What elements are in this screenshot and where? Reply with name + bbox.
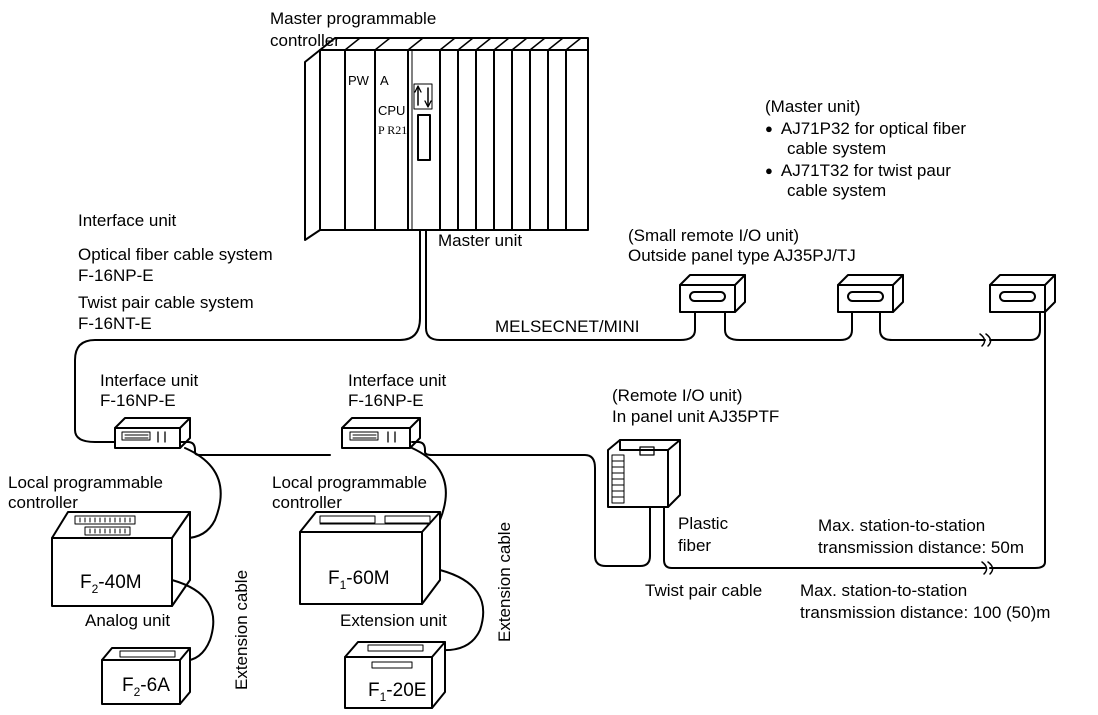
remote-io-line1: (Remote I/O unit) (612, 386, 743, 405)
cpu-model-label: P R21 (378, 123, 408, 137)
twist-pair-cable-label: Twist pair cable (645, 581, 763, 600)
analog-unit-label: Analog unit (85, 611, 171, 630)
master-title-line1: Master programmable (270, 9, 437, 28)
left-local-line2: controller (8, 493, 78, 512)
left-plc-f2-40m (51, 511, 215, 662)
interface-info-title: Interface unit (78, 211, 177, 230)
left-interface-line2: F-16NP-E (100, 391, 176, 410)
distance-100-line1: Max. station-to-station (800, 581, 968, 600)
extension-unit-f1-20e (344, 641, 446, 709)
interface-twist-line1: Twist pair cable system (78, 293, 254, 312)
master-unit-item2-line2: cable system (787, 181, 887, 200)
small-remote-line1: (Small remote I/O unit) (628, 226, 799, 245)
small-remote-line2: Outside panel type AJ35PJ/TJ (628, 246, 856, 265)
master-unit-item1-line2: cable system (787, 139, 887, 158)
interface-twist-line2: F-16NT-E (78, 314, 152, 333)
f2-40m-label: F2-40M (80, 572, 142, 596)
master-plc-rack (304, 37, 589, 241)
mid-local-line2: controller (272, 493, 342, 512)
distance-50-line1: Max. station-to-station (818, 516, 986, 535)
pw-slot-label: PW (348, 73, 369, 88)
plastic-fiber-line2: fiber (678, 536, 712, 555)
a-slot-label: A (380, 73, 389, 88)
distance-100-line2: transmission distance: 100 (50)m (800, 603, 1051, 622)
interface-optical-line2: F-16NP-E (78, 266, 154, 285)
f2-6a-label: F2-6A (122, 675, 170, 699)
remote-io-line2: In panel unit AJ35PTF (612, 407, 780, 426)
master-title-line2: controller (270, 31, 340, 50)
master-unit-heading: (Master unit) (765, 97, 861, 116)
extension-unit-label: Extension unit (340, 611, 447, 630)
left-interface-line1: Interface unit (100, 371, 199, 390)
plastic-fiber-line1: Plastic (678, 514, 729, 533)
f1-60m-label: F1-60M (328, 568, 390, 592)
interface-optical-line1: Optical fiber cable system (78, 245, 273, 264)
distance-50-line2: transmission distance: 50m (818, 538, 1024, 557)
mid-local-line1: Local programmable (272, 473, 427, 492)
mid-interface-line1: Interface unit (348, 371, 447, 390)
mid-extension-cable-label: Extension cable (495, 521, 514, 642)
master-unit-item2-line1: AJ71T32 for twist paur (765, 160, 951, 182)
left-interface-unit (114, 417, 331, 540)
remote-io-ajc35ptf (607, 439, 681, 513)
cpu-label: CPU (378, 103, 406, 118)
master-unit-label: Master unit (438, 231, 523, 250)
mid-interface-line2: F-16NP-E (348, 391, 424, 410)
network-cables (74, 229, 1046, 575)
master-unit-item1-line1: AJ71P32 for optical fiber (765, 118, 966, 140)
melsecnet-mini-label: MELSECNET/MINI (495, 317, 640, 336)
f1-20e-label: F1-20E (368, 680, 427, 704)
mid-plc-f1-60m (299, 511, 485, 652)
small-remote-io-units (679, 274, 1056, 313)
left-extension-cable-label: Extension cable (232, 569, 251, 690)
left-local-line1: Local programmable (8, 473, 163, 492)
analog-unit-f2-6a (101, 647, 191, 705)
